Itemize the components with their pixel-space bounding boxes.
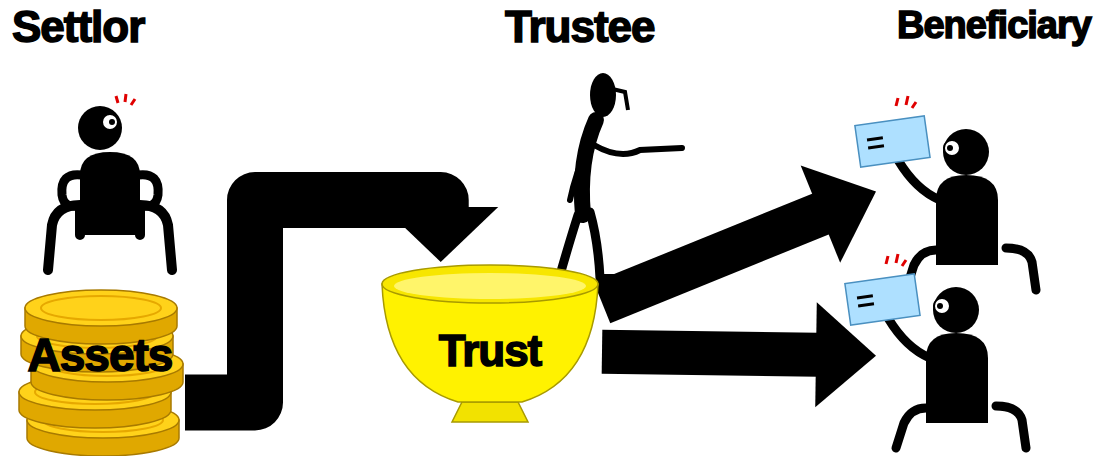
beneficiary-leg: [1006, 248, 1036, 290]
beneficiary-leg: [996, 406, 1026, 448]
settlor-pupil: [109, 119, 115, 125]
beneficiary-pupil: [937, 303, 943, 309]
beneficiary-arm: [888, 318, 930, 358]
flow-arrow: [602, 165, 876, 302]
cheque-paper: [845, 274, 920, 325]
trustee-nose: [608, 88, 628, 110]
settlor-body: [80, 152, 140, 235]
cheque: [855, 116, 930, 167]
beneficiary-body: [936, 175, 998, 265]
bowl-foot: [452, 402, 528, 422]
arrow-shaft: [602, 352, 818, 355]
group-heading: Beneficiary: [876, 4, 1112, 47]
trustee-body: [582, 120, 596, 215]
role-heading: Trustee: [505, 2, 655, 52]
beneficiary-head: [943, 129, 989, 175]
coin-face: [25, 290, 177, 326]
trust-bowl: Trust: [378, 262, 602, 425]
beneficiary-pupil: [947, 145, 953, 151]
joy-marks: [896, 96, 916, 108]
node-label: Assets: [15, 328, 185, 382]
beneficiary-figure: [855, 96, 1036, 290]
role-heading: Settlor: [12, 2, 144, 52]
cheque: [845, 274, 920, 325]
settlor-arm: [138, 175, 158, 207]
trustee-head: [590, 73, 616, 117]
flow-arrow: [602, 302, 876, 407]
beneficiary-figure: [845, 254, 1026, 448]
node-label: Trust: [378, 326, 602, 376]
beneficiary-leg: [896, 408, 926, 448]
coin-rim: [41, 296, 161, 320]
coin-stack: Assets: [15, 280, 185, 450]
trustee-arm: [594, 145, 682, 154]
trustee-leg: [590, 212, 600, 278]
trustee-leg: [560, 215, 578, 275]
arrow-shaft: [602, 213, 822, 302]
cheque-lines: [867, 138, 884, 148]
bowl-inside: [394, 273, 586, 299]
joy-marks: [886, 254, 906, 266]
beneficiary-arm: [898, 160, 940, 200]
settlor-eye: [102, 114, 118, 130]
settlor-leg: [140, 205, 172, 270]
beneficiary-group-shape: [876, 0, 1112, 456]
surprise-marks: [116, 94, 135, 105]
trustee-figure: [540, 73, 682, 278]
trustee-arm: [570, 140, 590, 200]
settlor-head: [78, 106, 122, 150]
bowl-rim: [382, 265, 598, 303]
settlor-arm: [62, 175, 82, 207]
beneficiary-eye: [934, 298, 950, 314]
beneficiary-body: [926, 333, 988, 423]
beneficiary-head: [933, 287, 979, 333]
beneficiary-group: Beneficiary: [876, 0, 1112, 456]
cheque-lines: [857, 296, 874, 306]
beneficiary-eye: [944, 140, 960, 156]
cheque-paper: [855, 116, 930, 167]
settlor-figure: [48, 94, 172, 270]
settlor-leg: [48, 205, 80, 270]
